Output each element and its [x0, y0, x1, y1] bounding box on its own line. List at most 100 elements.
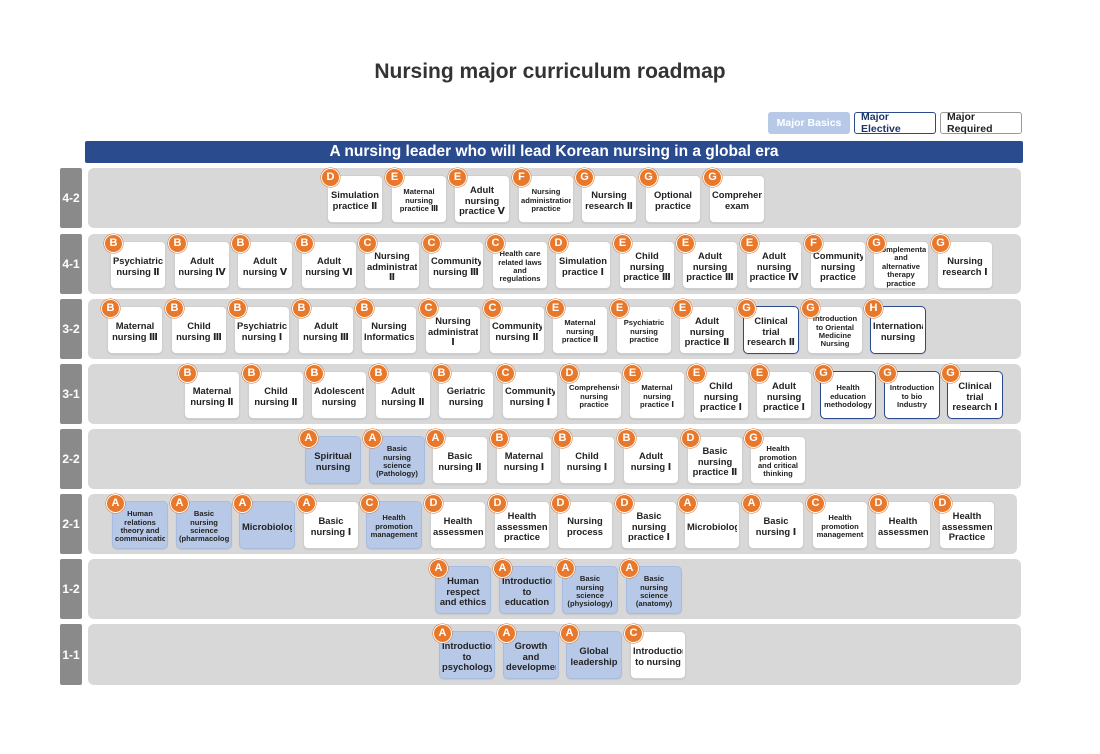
course-name: Maternal nursing Ⅰ: [503, 451, 545, 472]
course-name: Basic nursing Ⅰ: [310, 516, 352, 537]
course-name: Nursing administration practice: [521, 188, 571, 214]
course-name: Child nursing practice Ⅰ: [699, 381, 743, 413]
course-category-badge: C: [422, 234, 441, 253]
course-name: Adolescent nursing: [314, 386, 364, 407]
course-category-badge: G: [867, 234, 886, 253]
course-name: Nursing Informatics: [364, 321, 414, 342]
course-category-badge: E: [740, 234, 759, 253]
course-category-badge: B: [305, 364, 324, 383]
course-category-badge: D: [869, 494, 888, 513]
course-card[interactable]: B Adolescent nursing: [305, 364, 367, 419]
course-category-badge: A: [106, 494, 125, 513]
course-card[interactable]: GComplementary and alternative therapy p…: [867, 234, 929, 289]
course-name: Human respect and ethics: [439, 576, 487, 608]
course-name: Basic nursing science (Pathology): [376, 445, 418, 479]
course-category-badge: A: [620, 559, 639, 578]
course-name: Health promotion and critical thinking: [757, 445, 799, 479]
course-category-badge: B: [168, 234, 187, 253]
course-category-badge: G: [744, 429, 763, 448]
semester-label: 1-2: [60, 559, 82, 619]
course-card[interactable]: HInternational nursing: [864, 299, 926, 354]
course-name: Child nursing practice Ⅲ: [623, 251, 671, 283]
course-name: Basic nursing Ⅱ: [438, 451, 482, 472]
course-category-badge: B: [553, 429, 572, 448]
course-card[interactable]: GComprehensive exam: [703, 168, 765, 223]
course-card[interactable]: AMicrobiology: [678, 494, 740, 549]
course-card[interactable]: AMicrobiology: [233, 494, 295, 549]
course-card[interactable]: DComprehensive nursing practice: [560, 364, 622, 419]
course-name: Maternal nursing practice Ⅱ: [561, 319, 599, 345]
